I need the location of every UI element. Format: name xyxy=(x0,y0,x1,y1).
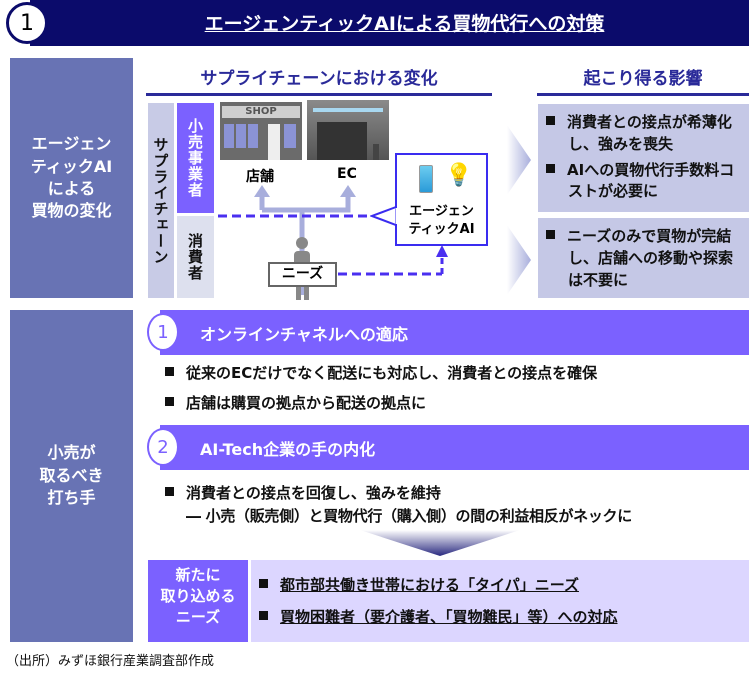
ec-label: EC xyxy=(337,166,357,182)
measure-bullet: 店舗は購買の拠点から配送の拠点に xyxy=(165,392,426,413)
label-line: 打ち手 xyxy=(47,488,96,508)
store-label: 店舗 xyxy=(246,169,274,185)
section1-label: エージェンティックAI による買物の変化 xyxy=(10,58,133,298)
impact-item: ニーズのみで買物が完結し、店舗への移動や探索は不要に xyxy=(546,226,743,291)
section-number-badge: 1 xyxy=(6,2,48,44)
smartphone-icon xyxy=(419,165,433,193)
supply-chain-label: サプライチェーン xyxy=(148,103,174,298)
measure-title: オンラインチャネルへの適応 xyxy=(200,324,408,344)
impact-box-retailer: 消費者との接点が希薄化し、強みを喪失 AIへの買物代行手数料コストが必要に xyxy=(538,104,749,212)
ai-label-line: エージェン xyxy=(409,204,474,219)
label-line: 取り込める xyxy=(160,587,236,605)
callout-pointer xyxy=(370,205,398,227)
measure-title: AI-Tech企業の手の内化 xyxy=(200,439,376,459)
needs-box: ニーズ xyxy=(268,262,337,287)
label-line: 取るべき xyxy=(39,465,104,485)
consumer-label: 消費者 xyxy=(177,216,214,298)
impact-item: AIへの買物代行手数料コストが必要に xyxy=(546,160,743,204)
chevron-right-icons xyxy=(507,125,531,295)
label-line: ティックAI xyxy=(30,156,113,176)
measure-number: 1 xyxy=(147,313,179,351)
chevron-down-icon xyxy=(360,530,520,556)
agentic-ai-box: 💡 エージェンティックAI xyxy=(395,153,488,246)
arrow-head-ai xyxy=(436,245,448,257)
impact-box-consumer: ニーズのみで買物が完結し、店舗への移動や探索は不要に xyxy=(538,218,749,298)
shop-sign: SHOP xyxy=(222,106,300,118)
need-item: 都市部共働き世帯における「タイパ」ニーズ xyxy=(259,574,579,595)
measure-bullet: 従来のECだけでなく配送にも対応し、消費者との接点を確保 xyxy=(165,362,597,383)
arrow-head-store xyxy=(254,185,270,197)
page-title: エージェンティックAIによる買物代行への対策 xyxy=(204,13,605,35)
measure-1-band: オンラインチャネルへの適応 xyxy=(160,310,749,355)
lightbulb-icon: 💡 xyxy=(445,163,473,188)
impact-item: 消費者との接点が希薄化し、強みを喪失 xyxy=(546,112,743,156)
label-line: ニーズ xyxy=(175,608,221,626)
header-bar xyxy=(30,0,749,46)
ec-warehouse-icon xyxy=(307,100,389,160)
new-needs-label: 新たに取り込めるニーズ xyxy=(148,560,248,642)
supply-chain-heading: サプライチェーンにおける変化 xyxy=(146,64,492,96)
arrow-head-ec xyxy=(340,185,356,197)
ai-label-line: ティックAI xyxy=(408,222,475,238)
measure-bullet: 消費者との接点を回復し、強みを維持 xyxy=(165,482,441,503)
impact-heading: 起こり得る影響 xyxy=(537,64,749,96)
section2-label: 小売が取るべき打ち手 xyxy=(10,310,133,642)
label-line: 小売が xyxy=(47,443,96,463)
source-footer: （出所）みずほ銀行産業調査部作成 xyxy=(6,654,215,669)
measure-number: 2 xyxy=(147,428,179,466)
label-line: 新たに xyxy=(175,566,221,584)
need-item: 買物困難者（要介護者、「買物難民」等）への対応 xyxy=(259,606,618,627)
retailer-label: 小売事業者 xyxy=(177,103,214,213)
new-needs-box: 都市部共働き世帯における「タイパ」ニーズ 買物困難者（要介護者、「買物難民」等）… xyxy=(251,560,749,642)
label-line: エージェン xyxy=(31,134,112,154)
measure-2-band: AI-Tech企業の手の内化 xyxy=(160,425,749,470)
label-line: による xyxy=(47,179,96,198)
measure-sub-bullet: ― 小売（販売側）と買物代行（購入側）の間の利益相反がネックに xyxy=(186,507,632,525)
label-line: 買物の変化 xyxy=(31,201,112,221)
shop-icon: SHOP xyxy=(220,102,302,160)
